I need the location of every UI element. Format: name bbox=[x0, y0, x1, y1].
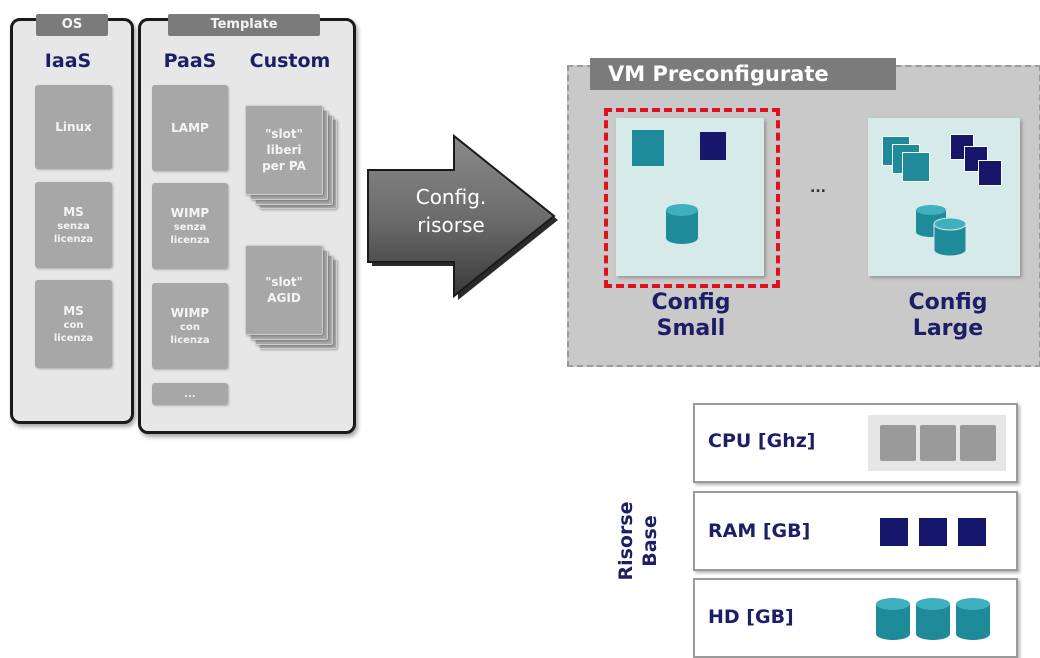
disk-cylinder-icon bbox=[876, 598, 990, 640]
navy-block-icon bbox=[700, 132, 726, 160]
ram-block-icon bbox=[919, 518, 947, 546]
config-small-highlight bbox=[604, 108, 780, 288]
disk-cylinder-icon bbox=[916, 205, 967, 257]
config-label-line: Small bbox=[656, 316, 726, 341]
config-large-label: Config Large bbox=[878, 290, 1018, 342]
item-line: con bbox=[180, 322, 200, 333]
item-line: per PA bbox=[262, 159, 306, 173]
paas-item-wimp-senza-licenza: WIMP senza licenza bbox=[152, 183, 228, 269]
config-arrow-icon bbox=[367, 133, 558, 300]
item-line: ... bbox=[184, 388, 196, 400]
paas-item-more: ... bbox=[152, 383, 228, 405]
resource-label: RAM [GB] bbox=[708, 520, 811, 542]
side-label-line: Risorse bbox=[615, 501, 637, 581]
config-small-label: Config Small bbox=[626, 290, 756, 342]
custom-stack-slot-agid: "slot" AGID bbox=[245, 245, 341, 355]
navy-block-icon bbox=[978, 160, 1002, 186]
stack-front: "slot" AGID bbox=[245, 245, 323, 335]
iaas-heading: IaaS bbox=[44, 50, 92, 72]
cpu-block-icon bbox=[920, 425, 956, 461]
side-label-line: Base bbox=[639, 515, 661, 567]
item-line: WIMP bbox=[170, 306, 210, 320]
custom-heading: Custom bbox=[249, 50, 331, 72]
item-line: WIMP bbox=[170, 206, 210, 220]
iaas-item-ms-con-licenza: MS con licenza bbox=[35, 280, 112, 368]
resource-label: CPU [Ghz] bbox=[708, 430, 816, 452]
arrow-label-line: risorse bbox=[417, 213, 485, 237]
ram-block-icon bbox=[880, 518, 908, 546]
stack-front: "slot" liberi per PA bbox=[245, 105, 323, 195]
item-line: licenza bbox=[53, 333, 94, 344]
template-tab: Template bbox=[168, 14, 320, 36]
cpu-block-icon bbox=[960, 425, 996, 461]
item-line: licenza bbox=[170, 235, 210, 246]
item-line: senza bbox=[57, 221, 90, 232]
item-line: con bbox=[63, 320, 84, 331]
item-line: MS bbox=[63, 304, 84, 318]
item-line: licenza bbox=[53, 234, 94, 245]
arrow-label-line: Config. bbox=[415, 185, 487, 209]
ellipsis: ... bbox=[810, 180, 826, 196]
item-line: AGID bbox=[267, 291, 301, 305]
item-line: MS bbox=[63, 205, 84, 219]
item-line: LAMP bbox=[171, 121, 209, 135]
iaas-item-ms-senza-licenza: MS senza licenza bbox=[35, 182, 112, 268]
resource-label: HD [GB] bbox=[708, 606, 794, 628]
disk-cylinder-icon bbox=[666, 204, 698, 244]
vm-title: VM Preconfigurate bbox=[590, 58, 896, 90]
item-line: "slot" bbox=[265, 275, 303, 289]
paas-item-wimp-con-licenza: WIMP con licenza bbox=[152, 283, 228, 369]
cpu-block-icon bbox=[880, 425, 916, 461]
arrow-label: Config. risorse bbox=[396, 183, 506, 239]
iaas-item-linux: Linux bbox=[35, 85, 112, 169]
item-line: liberi bbox=[266, 143, 302, 157]
config-label-line: Config bbox=[908, 290, 988, 315]
ram-block-icon bbox=[958, 518, 986, 546]
teal-block-icon bbox=[902, 152, 930, 182]
item-line: licenza bbox=[170, 335, 210, 346]
item-line: Linux bbox=[55, 120, 92, 134]
paas-item-lamp: LAMP bbox=[152, 85, 228, 171]
config-label-line: Large bbox=[912, 316, 984, 341]
paas-heading: PaaS bbox=[163, 50, 217, 72]
risorse-base-label: Risorse Base bbox=[614, 486, 694, 596]
item-line: senza bbox=[173, 222, 207, 233]
custom-stack-slot-liberi: "slot" liberi per PA bbox=[245, 105, 341, 215]
config-label-line: Config bbox=[651, 290, 731, 315]
item-line: "slot" bbox=[265, 127, 303, 141]
teal-block-icon bbox=[632, 130, 664, 166]
os-tab: OS bbox=[36, 14, 108, 36]
